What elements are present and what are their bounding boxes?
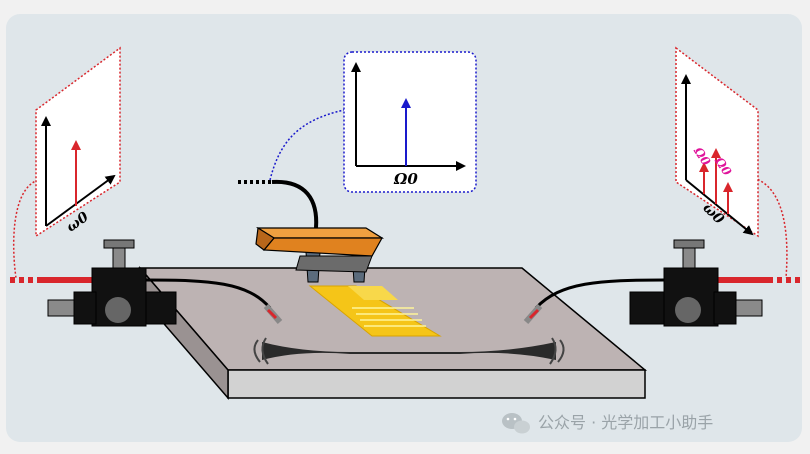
output-spectrum-panel: Ω0 Ω0 ω0 xyxy=(675,46,759,238)
left-leader-line xyxy=(12,179,39,279)
waveguide xyxy=(253,337,565,365)
wechat-icon xyxy=(502,413,530,434)
output-fiber xyxy=(523,277,800,324)
watermark: 公众号 · 光学加工小助手 xyxy=(502,413,713,434)
right-leader-line xyxy=(753,177,788,279)
rf-cable xyxy=(238,179,319,229)
left-fiber-holder xyxy=(47,239,177,327)
input-fiber xyxy=(10,277,283,324)
rf-probe xyxy=(255,226,385,283)
rf-spectrum-panel: Ω0 xyxy=(343,51,477,193)
right-fiber-holder xyxy=(629,239,763,327)
electrode-pattern xyxy=(308,285,442,337)
rf-axis-label: Ω0 xyxy=(393,170,418,188)
watermark-text: 公众号 · 光学加工小助手 xyxy=(538,413,713,432)
rf-leader-line xyxy=(269,109,345,181)
